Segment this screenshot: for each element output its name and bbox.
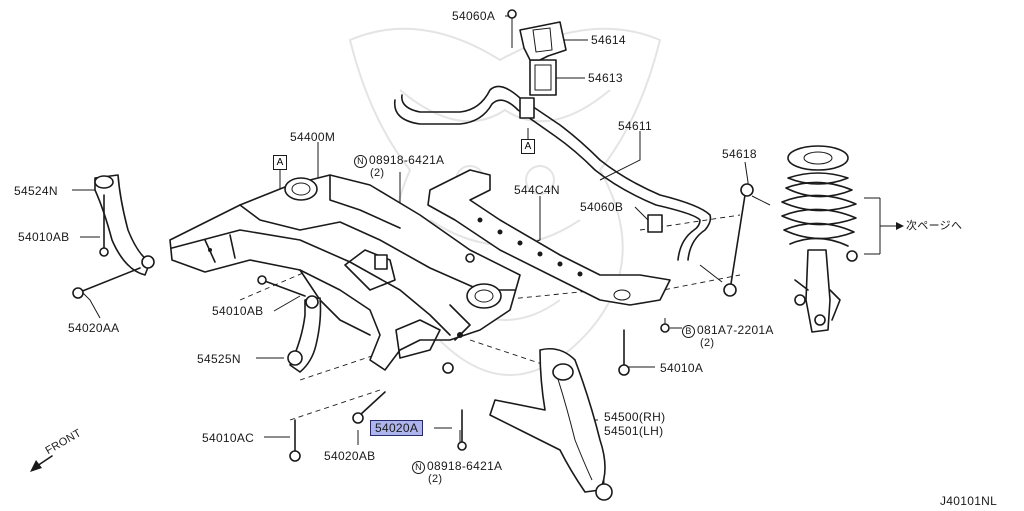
stabilizer-bar xyxy=(393,9,712,261)
part-number: 08918-6421A xyxy=(369,153,445,167)
label-54060a[interactable]: 54060A xyxy=(452,9,496,23)
label-544c4n[interactable]: 544C4N xyxy=(514,183,560,197)
label-54020ab[interactable]: 54020AB xyxy=(324,449,376,463)
front-arrow-icon xyxy=(30,455,53,472)
n-marker: N xyxy=(354,155,367,168)
tension-arm xyxy=(257,275,322,373)
label-54618[interactable]: 54618 xyxy=(722,147,757,161)
label-54614[interactable]: 54614 xyxy=(591,33,626,47)
ref-marker-a-right: A xyxy=(521,139,535,154)
ref-marker-a-left: A xyxy=(273,155,287,170)
b-marker: B xyxy=(682,325,695,338)
left-support-arm xyxy=(72,174,155,299)
label-54613[interactable]: 54613 xyxy=(588,71,623,85)
bolts xyxy=(289,253,670,462)
strut-assembly xyxy=(781,145,858,333)
part-number: 08918-6421A xyxy=(427,459,503,473)
label-54020aa[interactable]: 54020AA xyxy=(68,321,120,335)
label-54501-lh[interactable]: 54501(LH) xyxy=(604,424,664,438)
label-nut-08918-top-qty: (2) xyxy=(370,167,385,179)
stabilizer-link xyxy=(699,183,771,297)
label-54020a-highlighted[interactable]: 54020A xyxy=(370,420,424,436)
label-bolt-081a7-qty: (2) xyxy=(700,337,715,349)
label-nut-08918-bottom-qty: (2) xyxy=(428,473,443,485)
front-suspension-member xyxy=(169,174,521,371)
label-54010ac[interactable]: 54010AC xyxy=(202,431,255,445)
label-54060b[interactable]: 54060B xyxy=(580,200,624,214)
label-54010ab-mid[interactable]: 54010AB xyxy=(212,304,264,318)
label-54010a[interactable]: 54010A xyxy=(660,361,704,375)
label-54525n[interactable]: 54525N xyxy=(197,352,241,366)
label-54010ab-left[interactable]: 54010AB xyxy=(18,230,70,244)
label-54524n[interactable]: 54524N xyxy=(14,184,58,198)
diagram-id: J40101NL xyxy=(940,494,998,508)
label-54611[interactable]: 54611 xyxy=(618,119,652,133)
member-stay xyxy=(427,169,671,306)
part-number: 081A7-2201A xyxy=(697,323,774,337)
label-54400m[interactable]: 54400M xyxy=(290,130,336,144)
transverse-link xyxy=(489,347,613,501)
label-54500-rh[interactable]: 54500(RH) xyxy=(604,410,666,424)
next-page-link[interactable]: 次ページへ xyxy=(906,220,963,232)
n-marker: N xyxy=(412,461,425,474)
